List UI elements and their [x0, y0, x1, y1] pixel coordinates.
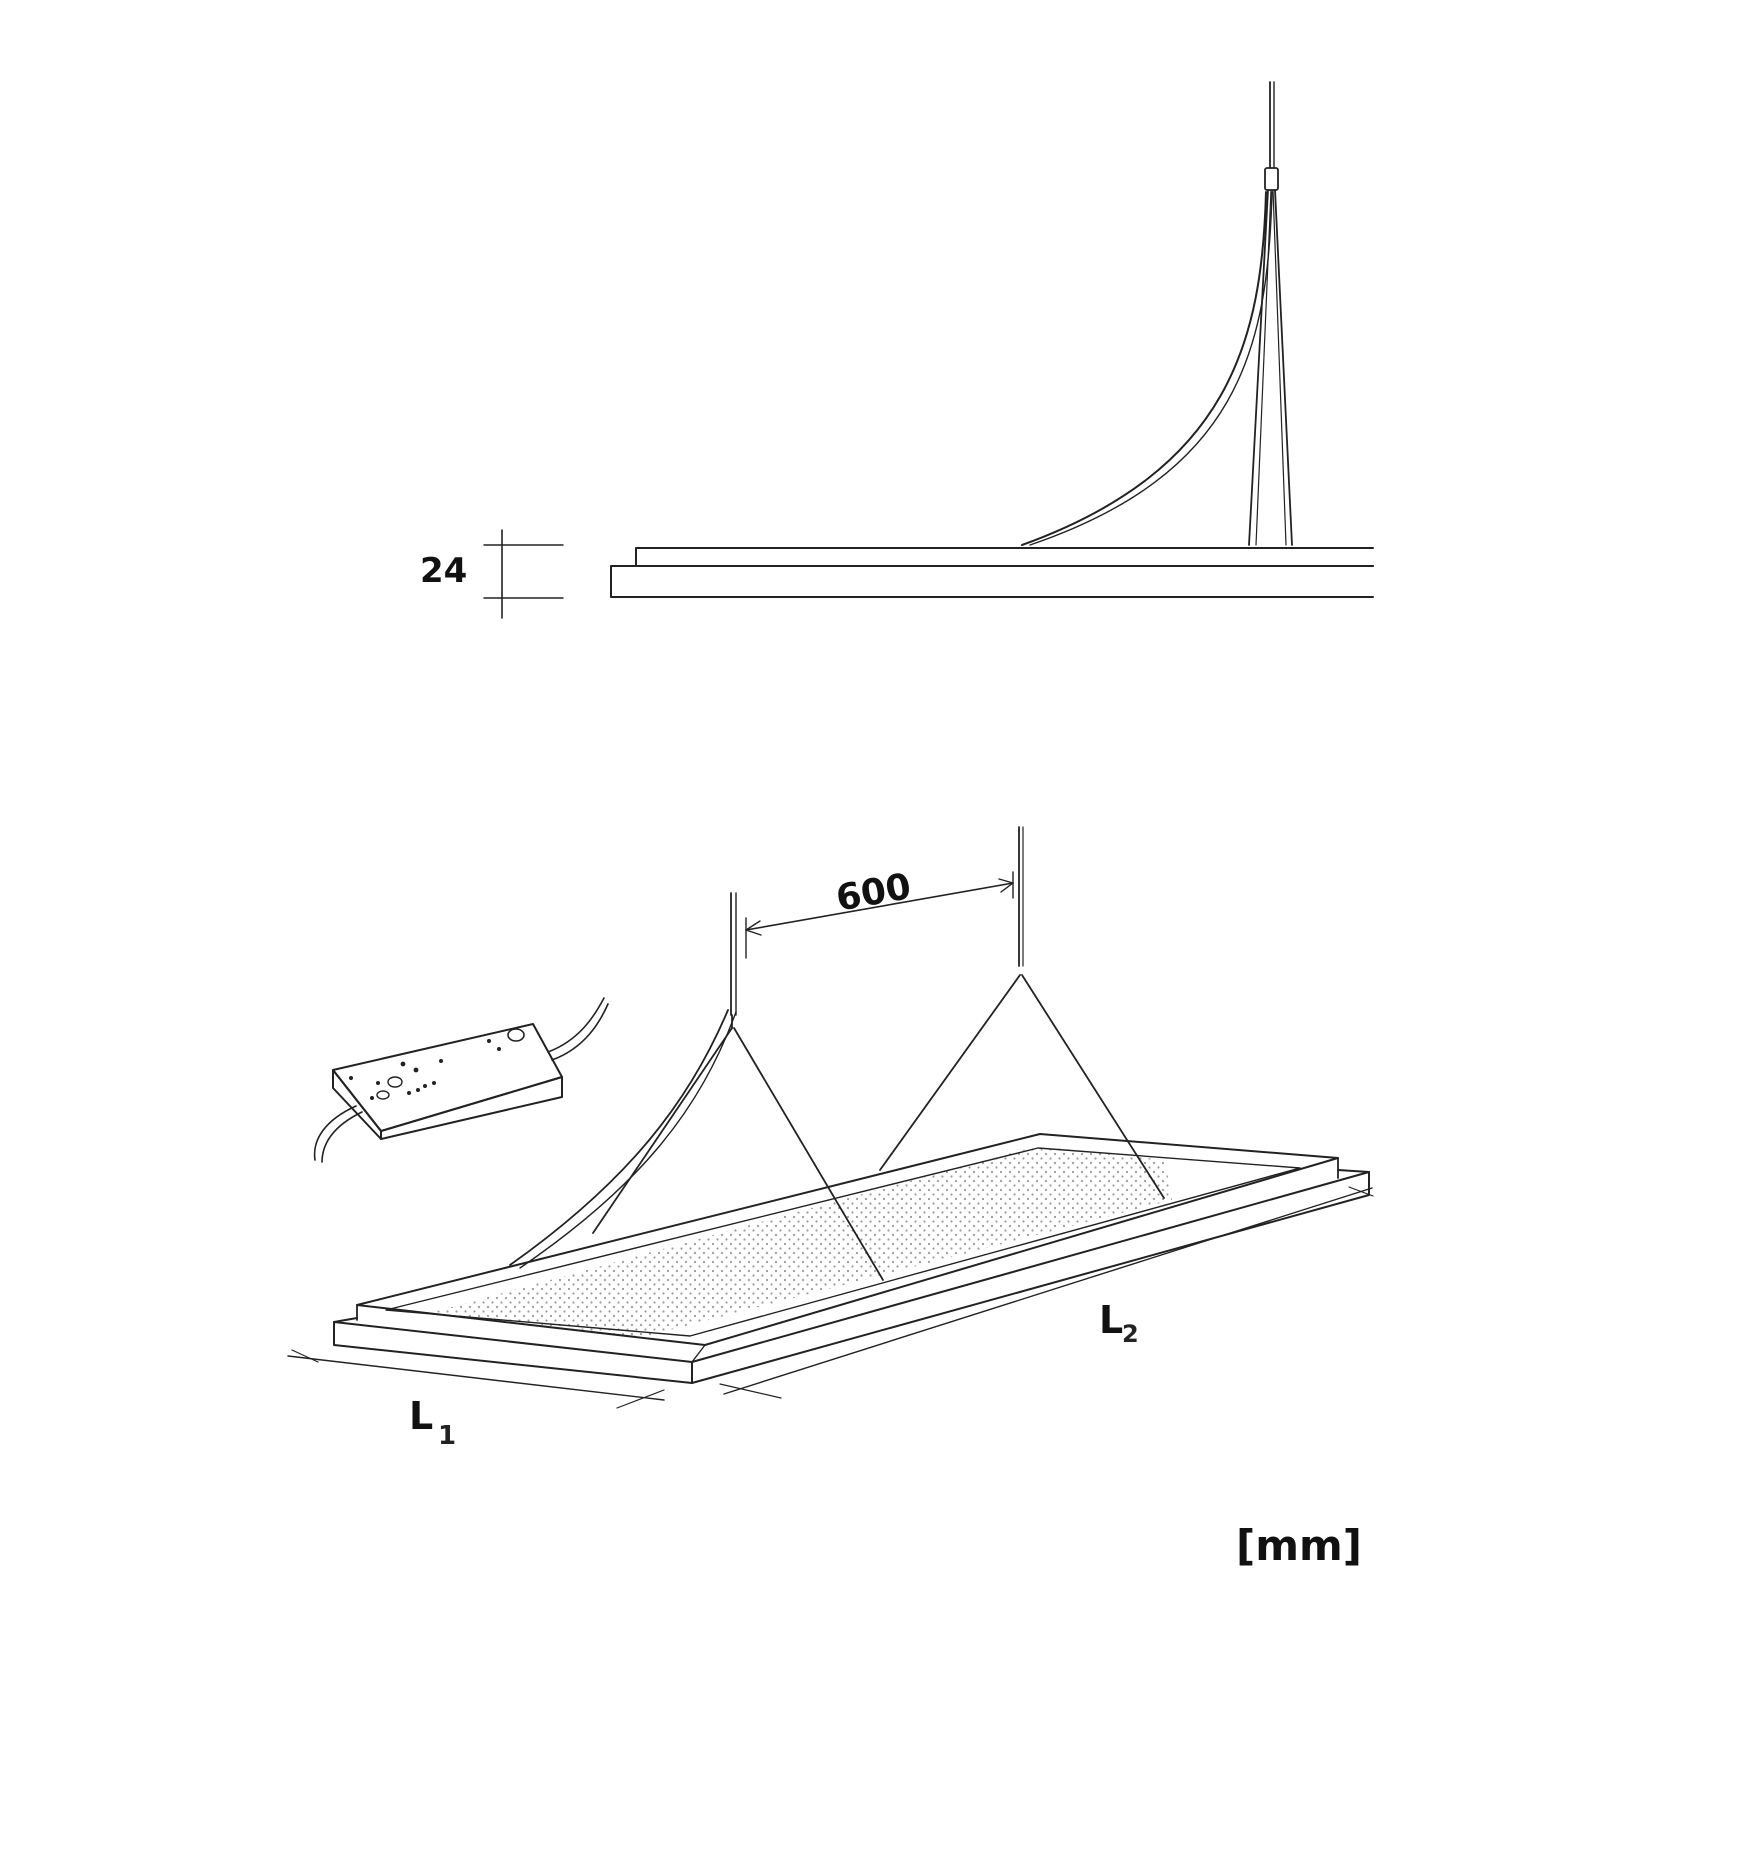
length-2-dimension: [719, 1186, 1374, 1399]
units-label: [mm]: [1236, 1521, 1362, 1570]
length-2-letter: L: [1099, 1298, 1123, 1342]
driver-box: [313, 997, 609, 1163]
length-2-subscript: 2: [1122, 1320, 1139, 1348]
side-view: 24: [420, 81, 1374, 619]
suspension-wires: [509, 826, 1165, 1281]
height-dimension: [483, 529, 564, 619]
power-cord: [1021, 191, 1273, 546]
length-1-dimension: [287, 1349, 665, 1409]
perspective-view: 600: [287, 826, 1374, 1451]
height-label: 24: [420, 551, 467, 591]
length-1-subscript: 1: [438, 1421, 456, 1451]
length-1-letter: L: [409, 1394, 433, 1438]
panel-body: [333, 1133, 1370, 1384]
diffuser-surface: [434, 1146, 1172, 1337]
spacing-dimension: [745, 871, 1014, 959]
spacing-label: 600: [833, 866, 914, 919]
suspension-cable: [1248, 81, 1293, 546]
cable-gripper: [1264, 167, 1279, 191]
panel-profile: [610, 547, 1374, 598]
